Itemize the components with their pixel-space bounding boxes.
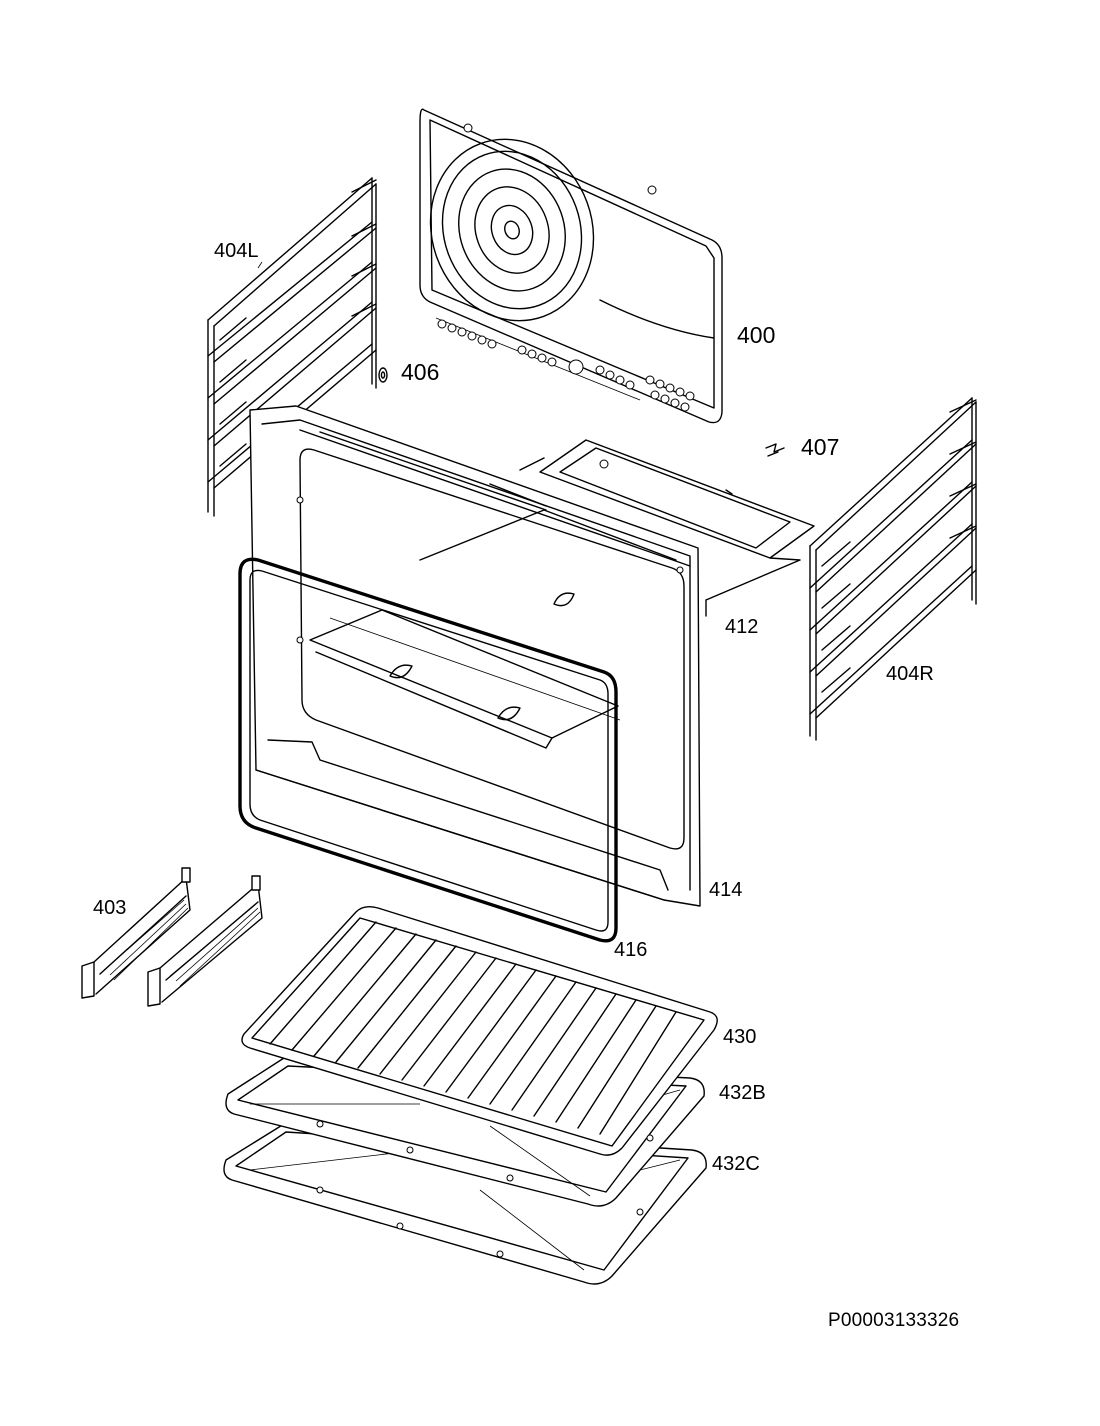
front-frame-414 [249,405,701,907]
part-label-432B: 432B [719,1082,766,1104]
part-label-412: 412 [725,616,759,638]
part-label-406: 406 [401,359,440,385]
part-label-403: 403 [93,897,127,919]
part-label-404R: 404R [886,663,934,685]
document-code: P00003133326 [828,1310,960,1331]
part-label-416: 416 [614,939,648,961]
right-shelf-support-404R [809,397,977,741]
part-label-430: 430 [723,1026,757,1048]
clip-407 [765,443,785,457]
part-label-404L: 404L [214,240,259,262]
telescopic-runners-403 [81,867,263,1007]
back-panel-400 [419,108,723,424]
door-seal-416 [238,557,618,943]
cavity-rear-412 [519,439,815,617]
left-shelf-support-404L [207,177,377,517]
part-label-432C: 432C [712,1153,760,1175]
back-panel-vent-holes [437,123,695,412]
leader-404L [257,261,263,269]
part-label-400: 400 [737,322,776,348]
washer-406 [378,367,388,383]
wire-shelf-bars [269,921,677,1135]
wire-shelf-430 [241,905,718,1156]
part-label-414: 414 [709,879,743,901]
part-label-407: 407 [801,434,840,460]
